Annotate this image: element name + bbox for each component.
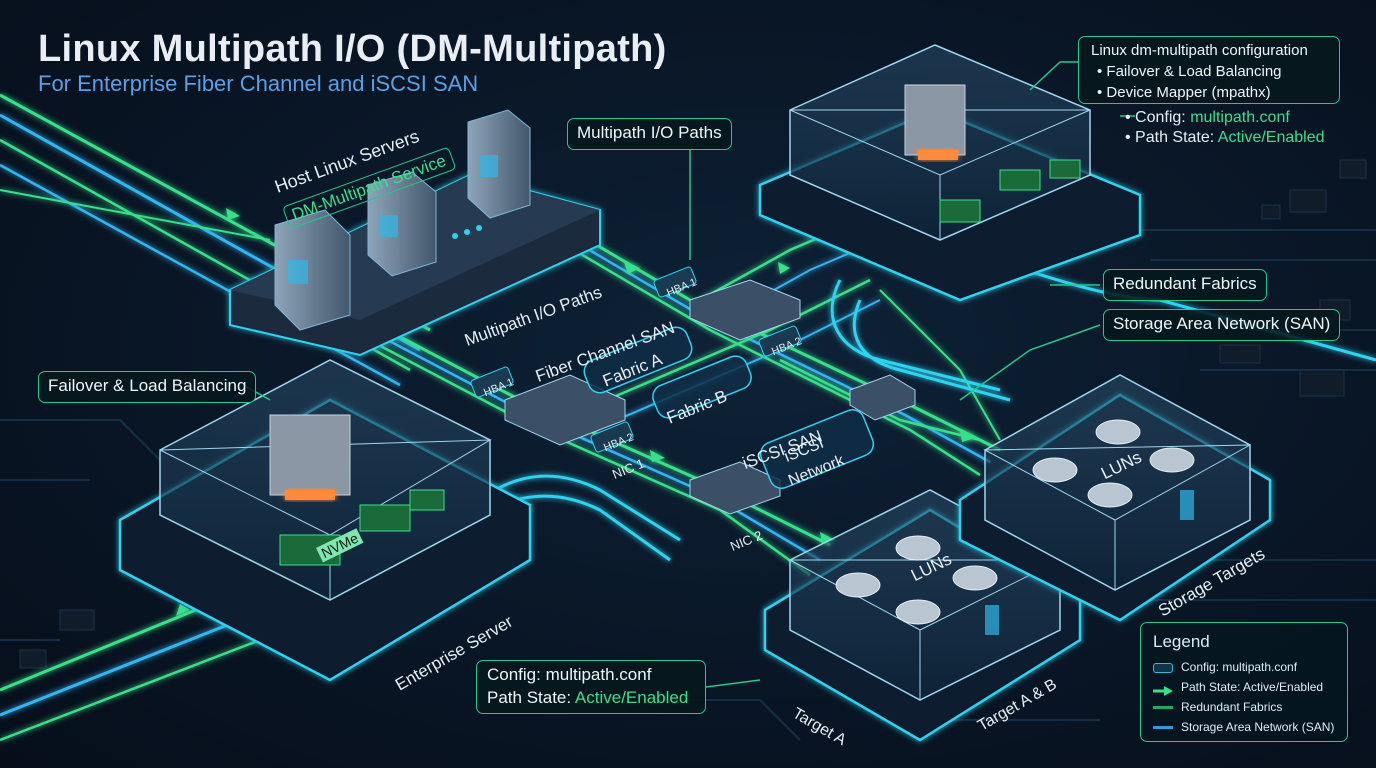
multipath-paths-callout: Multipath I/O Paths xyxy=(567,118,732,150)
host-server-units xyxy=(274,109,531,331)
legend-swatch-path-state-arrow xyxy=(1153,683,1173,696)
legend-item-path-state: Path State: Active/Enabled xyxy=(1153,679,1343,697)
config-callout-heading: Linux dm-multipath configuration xyxy=(1091,42,1308,59)
legend-item-san: Storage Area Network (SAN) xyxy=(1153,719,1343,737)
config-callout-item-device-mapper: • Device Mapper (mpathx) xyxy=(1097,84,1271,101)
legend-swatch-config xyxy=(1153,663,1173,673)
fabric-bubbles xyxy=(583,326,875,489)
config-callout-box: Linux dm-multipath configuration • Failo… xyxy=(1078,36,1340,104)
san-callout: Storage Area Network (SAN) xyxy=(1103,309,1341,341)
legend-swatch-san xyxy=(1153,726,1173,729)
path-arrows xyxy=(176,208,975,616)
legend-title: Legend xyxy=(1153,632,1210,651)
bottom-config-label: Config: multipath.conf xyxy=(487,665,652,684)
redundant-fabrics-callout: Redundant Fabrics xyxy=(1103,269,1267,301)
enterprise-server xyxy=(118,359,532,682)
config-file-label: • Config: xyxy=(1125,109,1191,126)
legend-label-san: Storage Area Network (SAN) xyxy=(1181,720,1335,734)
legend-label-redundant: Redundant Fabrics xyxy=(1181,700,1283,714)
config-callout-item-failover: • Failover & Load Balancing xyxy=(1097,63,1282,80)
path-state-label: • Path State: xyxy=(1125,129,1218,146)
fabric-switches xyxy=(504,279,916,515)
circuit-chips xyxy=(19,159,1367,669)
page-title: Linux Multipath I/O (DM-Multipath) xyxy=(38,28,667,70)
bottom-state-label: Path State: xyxy=(487,688,575,707)
bottom-state-value: Active/Enabled xyxy=(574,688,689,707)
legend-label-path-state: Path State: Active/Enabled xyxy=(1181,680,1324,694)
bottom-config-box: Config: multipath.conf Path State: Activ… xyxy=(476,660,706,714)
path-state-value: Active/Enabled xyxy=(1217,129,1325,146)
legend-item-config: Config: multipath.conf xyxy=(1153,659,1343,677)
legend-item-redundant: Redundant Fabrics xyxy=(1153,699,1343,717)
failover-callout: Failover & Load Balancing xyxy=(38,371,257,403)
legend-swatch-redundant xyxy=(1153,706,1173,709)
adapter-tags xyxy=(470,266,802,453)
page-subtitle: For Enterprise Fiber Channel and iSCSI S… xyxy=(38,71,479,96)
legend-box: Legend Config: multipath.conf Path State… xyxy=(1140,622,1348,742)
callout-leaders xyxy=(244,61,1135,688)
config-file-value: multipath.conf xyxy=(1190,109,1290,126)
top-right-server xyxy=(758,44,1142,302)
storage-target-b xyxy=(958,374,1272,622)
legend-label-config: Config: multipath.conf xyxy=(1181,660,1298,674)
config-callout-details: • Config: multipath.conf • Path State: A… xyxy=(1125,108,1325,148)
